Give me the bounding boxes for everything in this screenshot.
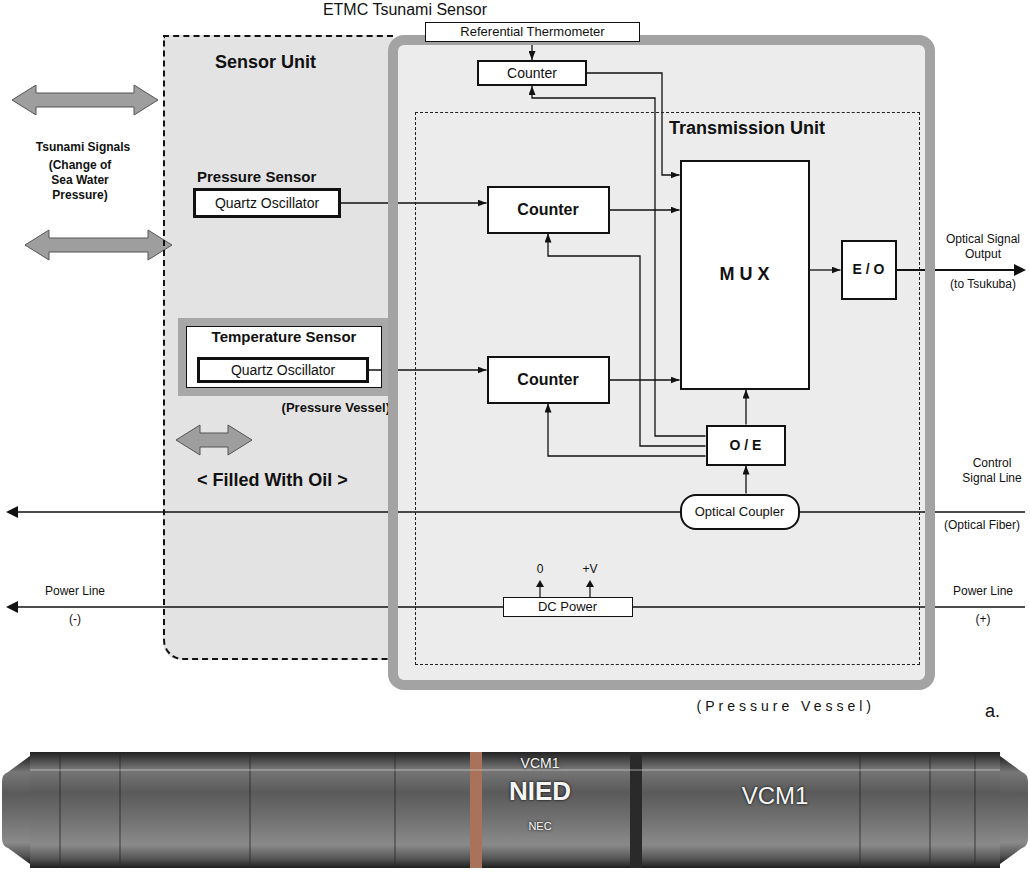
counter-box: Counter: [487, 356, 610, 404]
line-label: Power Line: [938, 584, 1028, 599]
engraved-text: VCM1: [715, 781, 835, 811]
oscillator-box: Quartz Oscillator: [193, 188, 341, 218]
box-label: Counter: [507, 65, 557, 82]
signal-arrow: [745, 390, 746, 425]
pressure-wave-arrow: [12, 85, 158, 115]
arrow-head: [586, 580, 594, 587]
pressure-wave-arrow: [25, 230, 172, 260]
diagram-title: ETMC Tsunami Sensor: [290, 0, 520, 20]
figure-label: a.: [985, 700, 1025, 723]
voltage-label: +V: [576, 562, 604, 577]
box-label: Referential Thermometer: [460, 24, 604, 40]
region-heading: Transmission Unit: [669, 118, 825, 140]
pressure-sensor: Pressure SensorQuartz Oscillator: [193, 168, 341, 218]
supply-lead: [589, 586, 590, 597]
highlight: [30, 769, 1000, 771]
converter-box: E / O: [841, 240, 897, 300]
line-label: Control Signal Line: [962, 456, 1022, 486]
signal-arrow: [610, 379, 680, 380]
housing-caption: (Pressure Vessel): [282, 400, 390, 416]
signal-note: (Change of Sea Water Pressure): [40, 158, 120, 203]
signal-arrow: [610, 209, 680, 210]
oscillator-box: Quartz Oscillator: [197, 357, 369, 383]
cylinder-body: [30, 752, 1000, 868]
arrow-head: [536, 580, 544, 587]
box-label: Quartz Oscillator: [231, 362, 335, 379]
arrow-head: [6, 601, 18, 613]
counter-box: Counter: [477, 60, 587, 86]
coupler-box: Optical Coupler: [680, 494, 800, 530]
signal-arrow: [587, 73, 680, 175]
pressure-wave-arrow: [176, 425, 252, 455]
sensor-housing-fill: [186, 326, 382, 388]
box-label: Counter: [517, 200, 578, 219]
output-destination: (to Tsukuba): [938, 277, 1028, 292]
region-heading: Sensor Unit: [215, 52, 316, 74]
vessel-fill: [388, 35, 935, 690]
end-cap: [2, 756, 30, 864]
supply-lead: [539, 586, 540, 597]
transmission-unit-region: Transmission UnitCounter M U X E / O Counte…: [415, 112, 920, 665]
sensor-photo: [2, 752, 1028, 868]
thermometer-box: Referential Thermometer: [425, 22, 640, 42]
output-label: Optical Signal Output: [938, 232, 1028, 262]
engraved-text: VCM1: [500, 755, 580, 773]
oscillator-label: Quartz Oscillator: [215, 195, 319, 211]
box-label: Optical Coupler: [695, 504, 785, 520]
signal-arrow: [745, 466, 746, 494]
counter-box: Counter: [487, 186, 610, 234]
signal-label: Tsunami Signals: [8, 140, 158, 155]
converter-box: O / E: [706, 425, 786, 466]
temperature-sensor-housing: Temperature Sensor(Pressure Vessel)Quart…: [178, 318, 390, 396]
pressure-vessel: (Pressure Vessel)Referential Thermometer…: [388, 35, 935, 690]
polarity-sign: (-): [30, 612, 120, 627]
multiplexer-box: M U X: [680, 160, 810, 390]
polarity-sign: (+): [938, 612, 1028, 627]
sensor-heading: Pressure Sensor: [193, 168, 341, 186]
signal-arrow: [341, 202, 487, 203]
box-label: M U X: [719, 264, 769, 286]
arrow-head: [1014, 264, 1026, 276]
signal-arrow: [810, 269, 841, 270]
end-cap: [1000, 756, 1028, 864]
optical-output-line: [897, 269, 1016, 271]
line-type: (Optical Fiber): [936, 518, 1028, 533]
box-label: DC Power: [538, 599, 597, 615]
sensor-unit-region: Sensor Unit < Filled With Oil > Pressure S…: [163, 35, 393, 660]
line-label: Power Line: [30, 584, 120, 599]
sensor-heading: Temperature Sensor: [186, 328, 382, 346]
box-label: Counter: [517, 370, 578, 389]
engraved-text: NIED: [490, 775, 590, 808]
power-supply-box: DC Power: [503, 597, 633, 617]
region-note: < Filled With Oil >: [197, 470, 348, 492]
signal-arrow: [548, 404, 706, 457]
box-label: O / E: [730, 437, 762, 454]
box-label: E / O: [853, 261, 885, 278]
voltage-label: 0: [532, 562, 548, 577]
arrow-head: [6, 506, 18, 518]
control-fiber-line: [16, 511, 1025, 513]
vessel-caption: (Pressure Vessel): [697, 698, 875, 715]
oil-fill: [163, 35, 393, 660]
engraved-text: NEC: [505, 820, 575, 834]
